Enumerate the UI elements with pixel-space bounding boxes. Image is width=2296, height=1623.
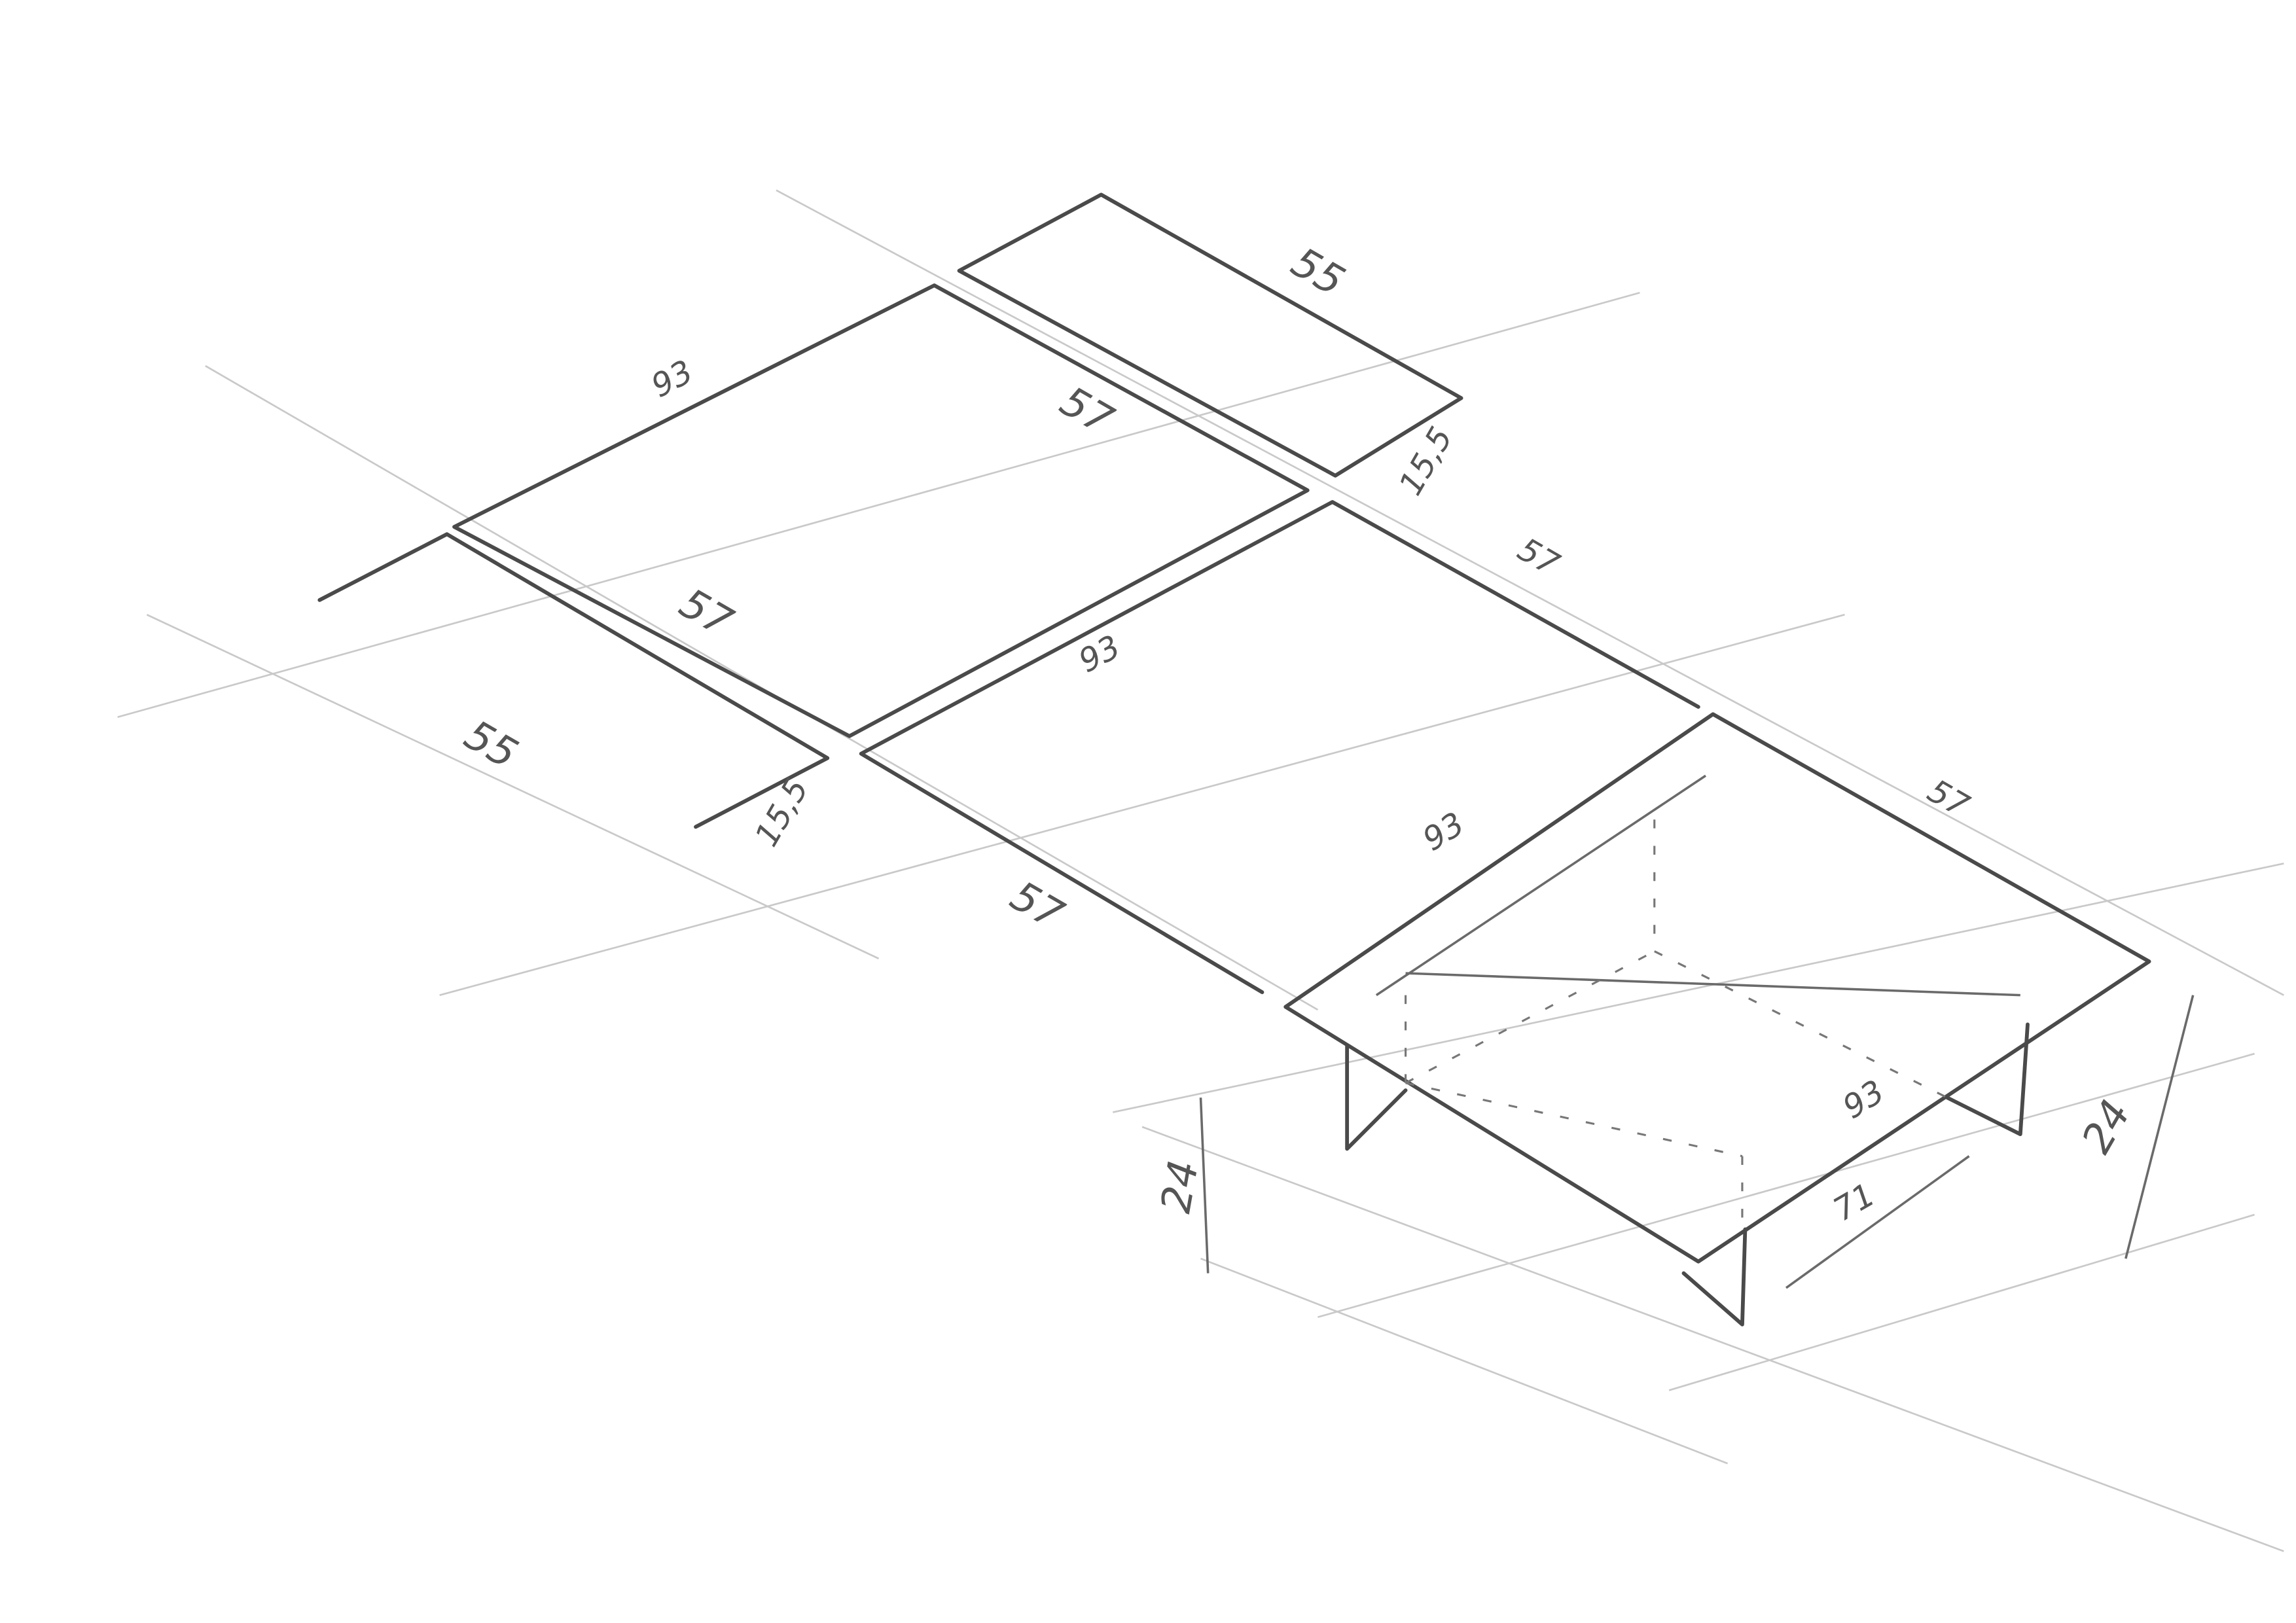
label-panel-a-width-left: 57: [672, 579, 741, 647]
construction-guides: [117, 189, 2284, 1552]
label-height-left: 24: [1151, 1157, 1208, 1217]
label-left-strip-length: 55: [457, 711, 526, 778]
top-strip-panel: [957, 192, 1463, 478]
leg-right: [1945, 1022, 2030, 1136]
label-panel-a-length: 93: [645, 352, 698, 405]
left-strip-panel: [317, 532, 830, 829]
height-mark-right: [2125, 995, 2195, 1259]
dimension-arrow-71: [1785, 1155, 1970, 1289]
label-panel-a-width-right: 57: [1052, 377, 1122, 444]
label-left-strip-width: 15,5: [747, 772, 816, 853]
label-leg-span: 71: [1827, 1175, 1881, 1229]
label-top-strip-length: 55: [1283, 238, 1352, 305]
table-3d-view: [1199, 712, 2195, 1327]
height-mark-left: [1199, 1097, 1210, 1274]
panel-a: [452, 283, 1310, 738]
panel-b: [859, 500, 1700, 995]
dimension-labels: 55 15,5 93 57 57 55 15,5 93 57 57 93 57 …: [457, 238, 2140, 1228]
leg-front: [1681, 1227, 1748, 1327]
label-table-length: 93: [1416, 804, 1471, 858]
label-panel-b-width-bottom: 57: [1003, 872, 1072, 939]
label-panel-b-width-top: 57: [1511, 530, 1566, 584]
leg-left: [1345, 1044, 1408, 1151]
label-table-width: 57: [1921, 772, 1975, 825]
label-table-length-front: 93: [1836, 1073, 1891, 1126]
